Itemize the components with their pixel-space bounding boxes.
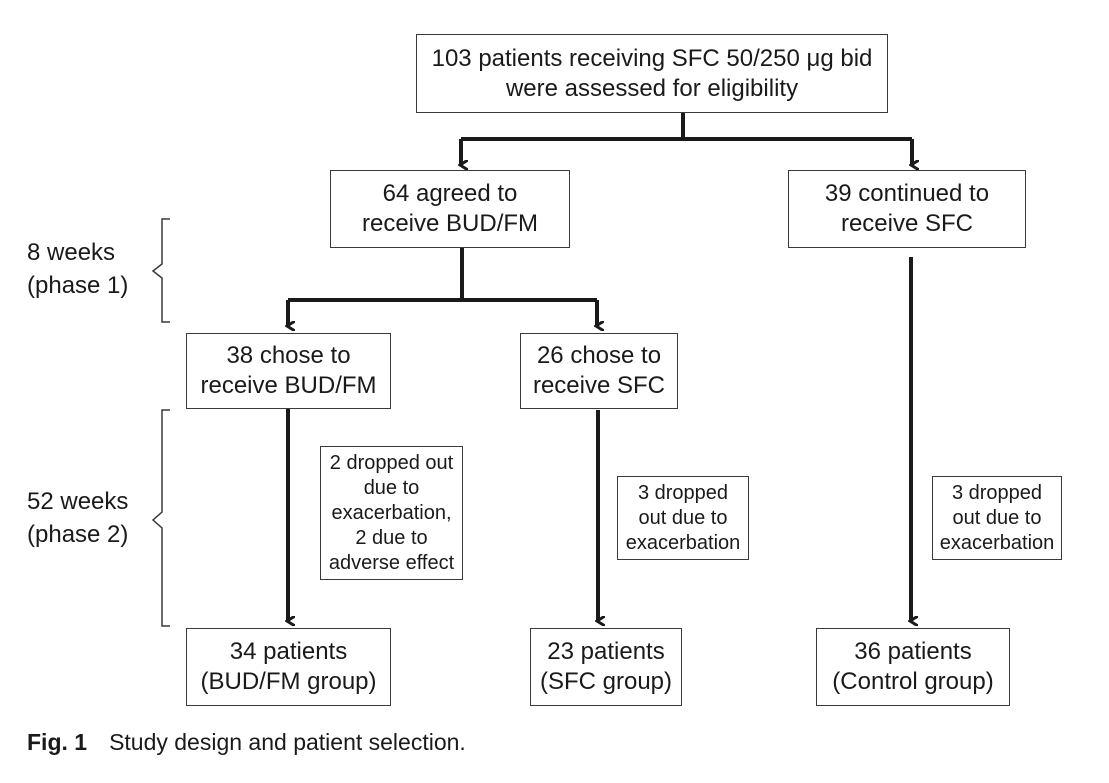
dropout-budfm-line-4: 2 due to [355, 526, 428, 549]
figure-label: Fig. 1 [27, 729, 88, 755]
assessed-line-2: were assessed for eligibility [505, 74, 799, 102]
phase2-bracket [151, 409, 170, 627]
dropout-control-note: 3 dropped out due to exacerbation [932, 476, 1062, 560]
final-budfm-line-2: (BUD/FM group) [200, 668, 377, 695]
budfm-agreed-box: 64 agreed to receive BUD/FM [330, 170, 570, 248]
dropout-sfc-line-3: exacerbation [625, 531, 741, 554]
dropout-control-line-3: exacerbation [939, 531, 1055, 554]
dropout-budfm-note: 2 dropped out due to exacerbation, 2 due… [320, 446, 463, 580]
phase2-duration: 52 weeks [27, 488, 129, 515]
final-budfm-line-1: 34 patients [229, 638, 348, 665]
chose-sfc-line-2: receive SFC [532, 372, 666, 399]
final-sfc-line-1: 23 patients [547, 638, 665, 665]
final-sfc-box: 23 patients (SFC group) [530, 628, 682, 706]
phase1-duration: 8 weeks [27, 239, 116, 266]
phase1-label: 8 weeks (phase 1) [27, 236, 128, 302]
dropout-budfm-line-3: exacerbation, [331, 501, 452, 524]
chose-budfm-line-2: receive BUD/FM [200, 372, 377, 399]
assessed-line-1: 103 patients receiving SFC 50/250 μg bid [431, 44, 873, 72]
figure-caption: Fig. 1 Study design and patient selection… [27, 729, 466, 756]
figure-caption-text: Study design and patient selection. [109, 729, 466, 755]
budfm-agreed-line-1: 64 agreed to [382, 180, 518, 207]
dropout-sfc-line-2: out due to [638, 506, 728, 529]
assessed-box: 103 patients receiving SFC 50/250 μg bid… [416, 34, 888, 113]
dropout-budfm-line-5: adverse effect [328, 551, 455, 574]
dropout-sfc-line-1: 3 dropped [637, 481, 729, 504]
chose-budfm-box: 38 chose to receive BUD/FM [186, 333, 391, 409]
dropout-budfm-line-2: due to [363, 476, 420, 499]
final-control-line-1: 36 patients [854, 638, 972, 665]
chose-sfc-box: 26 chose to receive SFC [520, 333, 678, 409]
sfc-continue-line-1: 39 continued to [824, 180, 990, 207]
chose-sfc-line-1: 26 chose to [536, 342, 662, 369]
dropout-control-line-2: out due to [952, 506, 1042, 529]
phase1-bracket [151, 218, 170, 323]
sfc-continue-line-2: receive SFC [840, 210, 974, 237]
sfc-continue-box: 39 continued to receive SFC [788, 170, 1026, 248]
chose-budfm-line-1: 38 chose to [226, 342, 351, 369]
final-budfm-box: 34 patients (BUD/FM group) [186, 628, 391, 706]
dropout-budfm-line-1: 2 dropped out [329, 451, 454, 474]
phase2-label: 52 weeks (phase 2) [27, 485, 128, 551]
phase1-name: (phase 1) [27, 272, 129, 299]
final-control-box: 36 patients (Control group) [816, 628, 1010, 706]
budfm-agreed-line-2: receive BUD/FM [361, 210, 539, 237]
dropout-control-line-1: 3 dropped [951, 481, 1043, 504]
final-sfc-line-2: (SFC group) [539, 668, 673, 695]
dropout-sfc-note: 3 dropped out due to exacerbation [617, 476, 749, 560]
final-control-line-2: (Control group) [832, 668, 994, 695]
phase2-name: (phase 2) [27, 521, 129, 548]
